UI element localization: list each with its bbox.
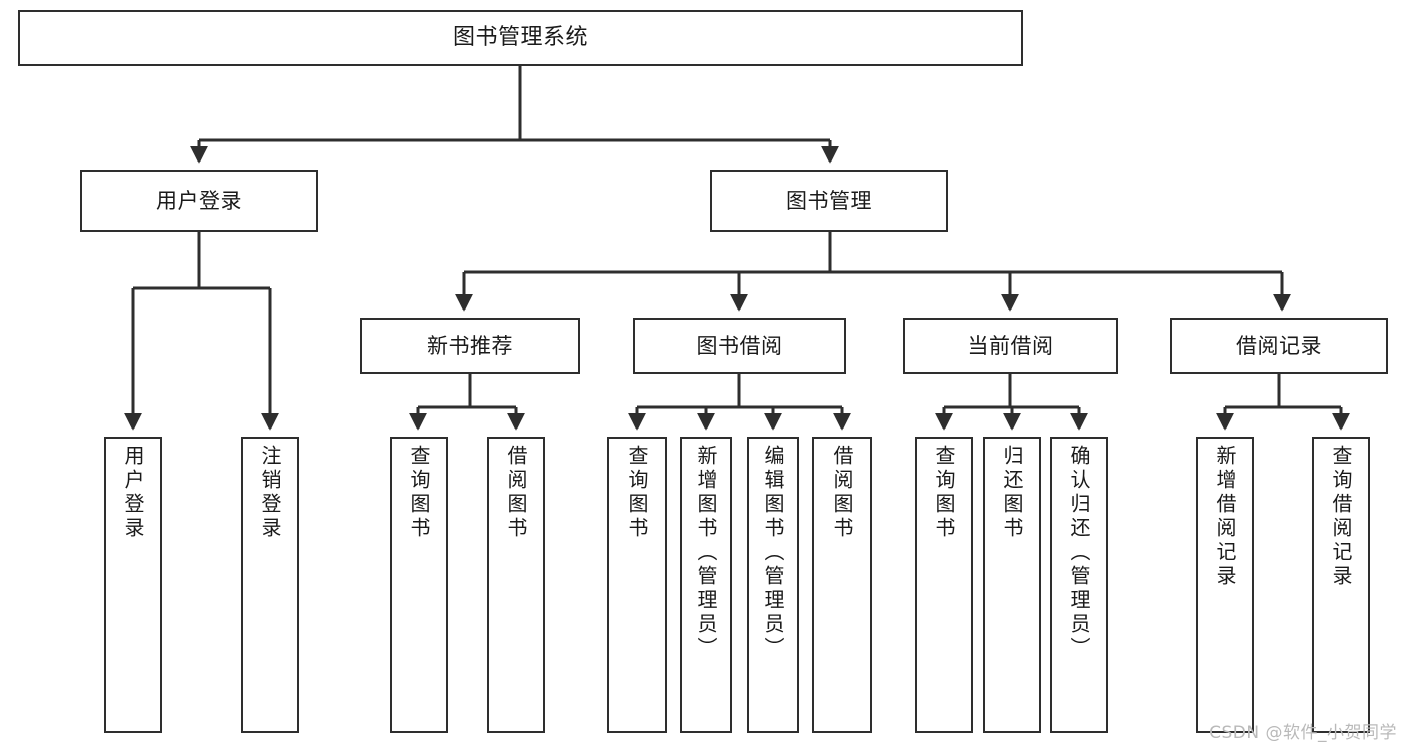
- node-leaf-add-book[interactable]: 新增图书（管理员）: [680, 437, 732, 733]
- node-leaf-confirm-return[interactable]: 确认归还（管理员）: [1050, 437, 1108, 733]
- node-book-borrow[interactable]: 图书借阅: [633, 318, 846, 374]
- node-leaf-borrow-book-2[interactable]: 借阅图书: [812, 437, 872, 733]
- node-book-manage[interactable]: 图书管理: [710, 170, 948, 232]
- node-leaf-add-record[interactable]: 新增借阅记录: [1196, 437, 1254, 733]
- node-label: 查询图书: [407, 445, 431, 541]
- csdn-watermark: CSDN @软件_小贺同学: [1209, 723, 1397, 743]
- node-leaf-query-book-2[interactable]: 查询图书: [607, 437, 667, 733]
- node-label: 注销登录: [258, 445, 282, 541]
- node-label: 新书推荐: [427, 333, 513, 358]
- node-leaf-borrow-book-1[interactable]: 借阅图书: [487, 437, 545, 733]
- node-label: 查询图书: [625, 445, 649, 541]
- node-label: 新增借阅记录: [1213, 445, 1237, 589]
- node-label: 查询图书: [932, 445, 956, 541]
- node-label: 当前借阅: [967, 333, 1054, 358]
- node-leaf-logout[interactable]: 注销登录: [241, 437, 299, 733]
- node-label: 图书管理系统: [452, 25, 588, 51]
- node-borrow-record[interactable]: 借阅记录: [1170, 318, 1388, 374]
- node-label: 归还图书: [1000, 445, 1024, 541]
- node-label: 图书借阅: [696, 333, 783, 358]
- node-leaf-user-login[interactable]: 用户登录: [104, 437, 162, 733]
- node-new-book-rec[interactable]: 新书推荐: [360, 318, 580, 374]
- node-label: 查询借阅记录: [1329, 445, 1353, 589]
- node-label: 确认归还（管理员）: [1067, 445, 1091, 661]
- node-leaf-return-book[interactable]: 归还图书: [983, 437, 1041, 733]
- node-leaf-query-book-1[interactable]: 查询图书: [390, 437, 448, 733]
- node-label: 新增图书（管理员）: [694, 445, 718, 661]
- node-label: 用户登录: [156, 188, 242, 213]
- node-label: 借阅图书: [830, 445, 854, 541]
- node-label: 图书管理: [786, 188, 872, 213]
- node-label: 编辑图书（管理员）: [761, 445, 785, 661]
- node-leaf-edit-book[interactable]: 编辑图书（管理员）: [747, 437, 799, 733]
- node-root-system[interactable]: 图书管理系统: [18, 10, 1023, 66]
- node-user-login[interactable]: 用户登录: [80, 170, 318, 232]
- node-label: 借阅图书: [504, 445, 528, 541]
- node-leaf-query-book-3[interactable]: 查询图书: [915, 437, 973, 733]
- node-leaf-query-record[interactable]: 查询借阅记录: [1312, 437, 1370, 733]
- node-label: 借阅记录: [1236, 333, 1322, 358]
- node-label: 用户登录: [121, 445, 145, 541]
- node-current-borrow[interactable]: 当前借阅: [903, 318, 1118, 374]
